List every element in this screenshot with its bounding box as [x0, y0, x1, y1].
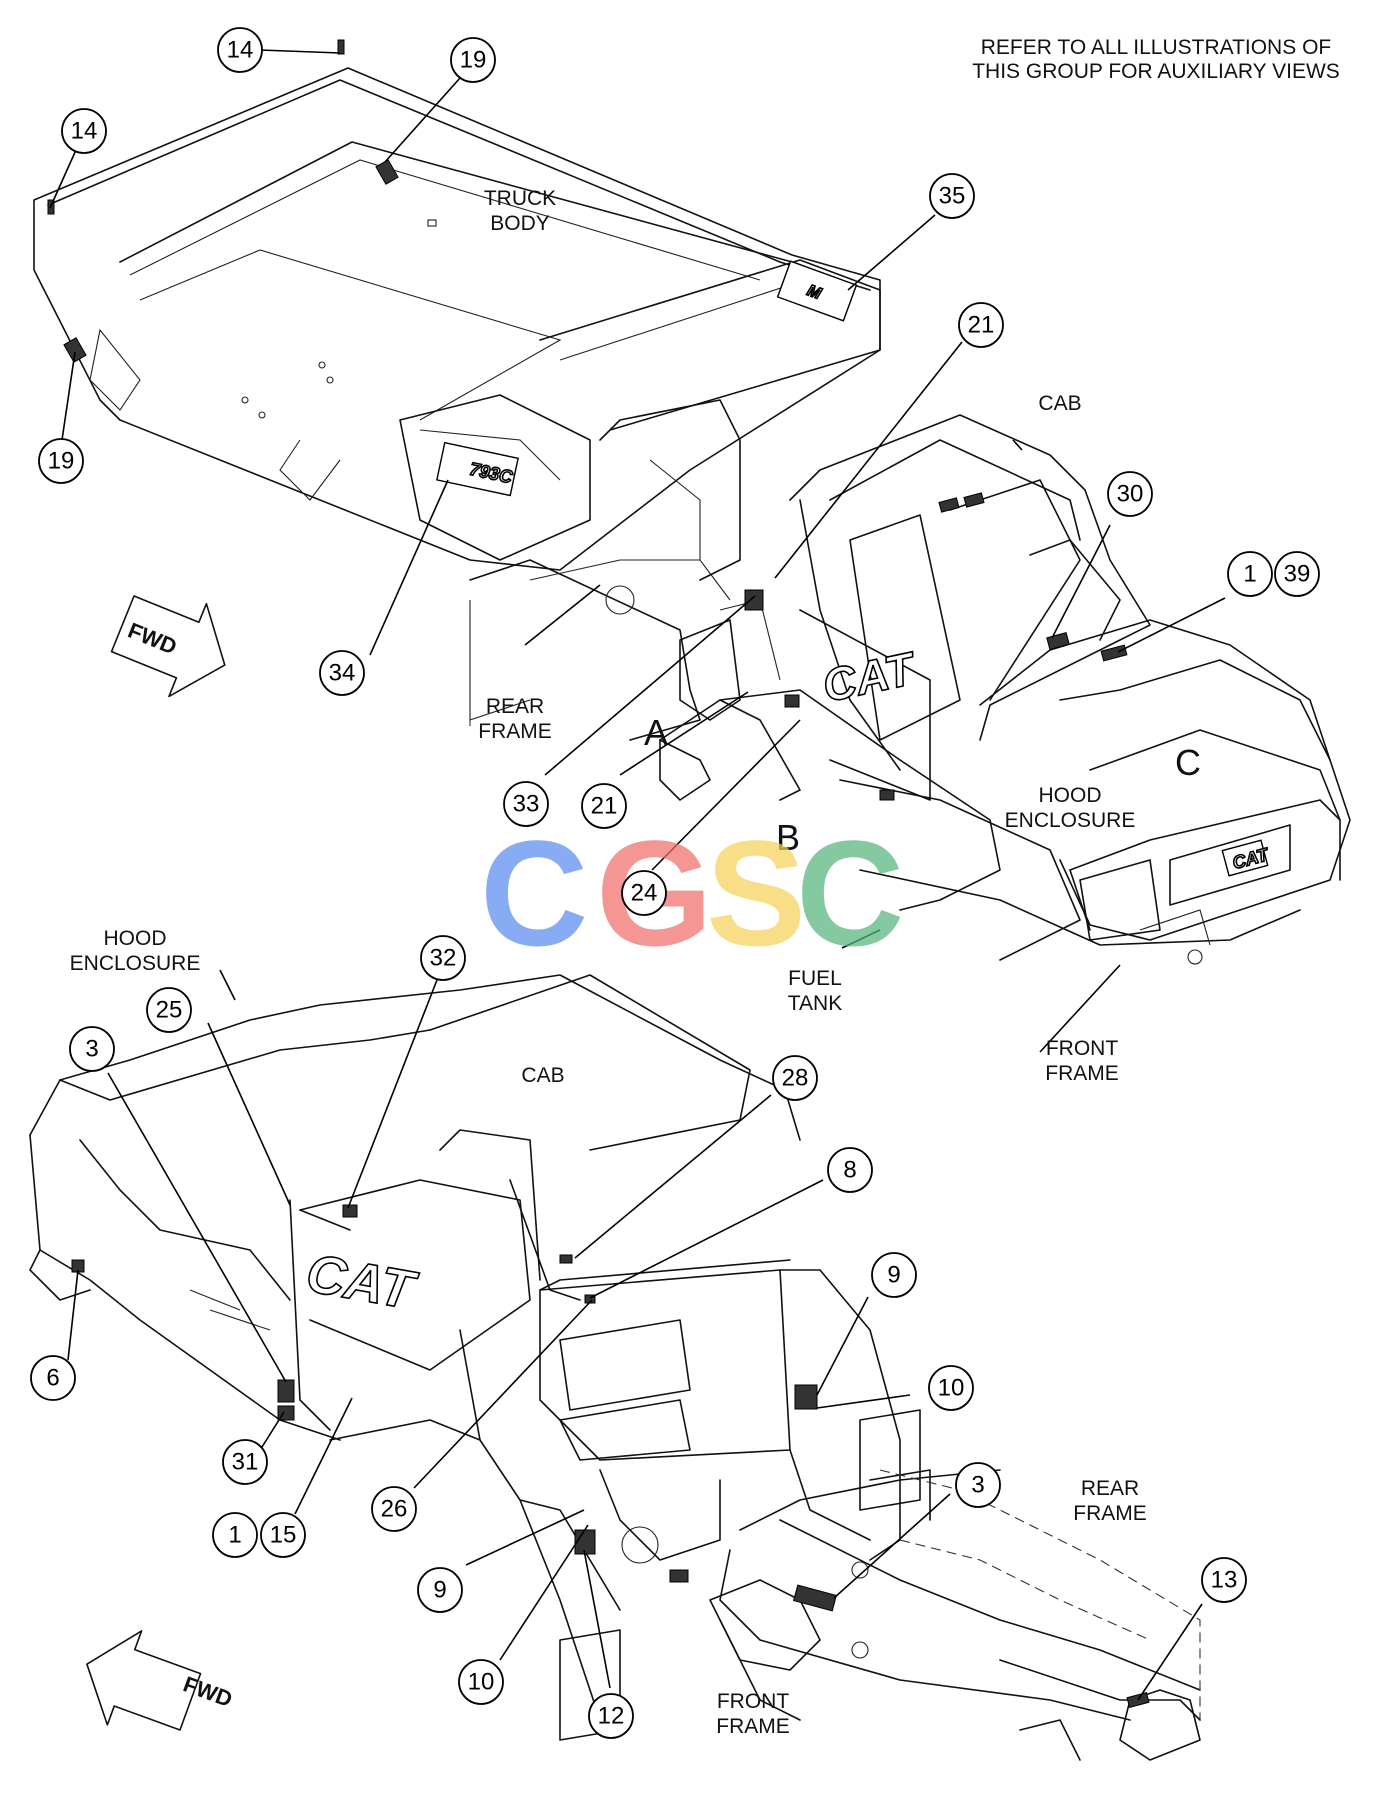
callout-13[interactable]: 13: [1201, 1557, 1247, 1603]
callouts: 14 19 14 19 35 21 30 1 39 34 33 21 24 32…: [30, 27, 1320, 1739]
leader-lines: [49, 49, 1226, 1701]
svg-text:9: 9: [887, 1262, 900, 1289]
label-front-frame-bottom-2: FRAME: [716, 1715, 790, 1738]
callout-25[interactable]: 25: [146, 987, 192, 1033]
svg-text:19: 19: [48, 448, 75, 475]
label-front-frame-top-1: FRONT: [1046, 1037, 1118, 1060]
bottom-illustration: CAT: [29, 974, 1201, 1761]
svg-text:9: 9: [433, 1577, 446, 1604]
label-hood-enclosure-bottom-1: HOOD: [104, 927, 167, 950]
note-line-1: REFER TO ALL ILLUSTRATIONS OF: [981, 36, 1331, 59]
callout-39[interactable]: 39: [1274, 551, 1320, 597]
svg-text:8: 8: [843, 1157, 856, 1184]
label-cab-top: CAB: [1038, 392, 1081, 415]
label-fuel-tank-2: TANK: [788, 992, 842, 1015]
callout-32[interactable]: 32: [420, 935, 466, 981]
callout-31[interactable]: 31: [222, 1439, 268, 1485]
label-fuel-tank-1: FUEL: [788, 967, 842, 990]
svg-text:10: 10: [938, 1375, 965, 1402]
callout-30[interactable]: 30: [1107, 471, 1153, 517]
callout-21-middle[interactable]: 21: [581, 783, 627, 829]
svg-text:25: 25: [156, 997, 183, 1024]
callout-8[interactable]: 8: [827, 1147, 873, 1193]
component-labels: TRUCK BODY CAB REAR FRAME HOOD ENCLOSURE…: [70, 187, 1147, 1738]
svg-text:21: 21: [591, 793, 618, 820]
view-letter-c: C: [1175, 742, 1201, 783]
watermark-letter-s: S: [706, 809, 806, 977]
label-front-frame-top-2: FRAME: [1045, 1062, 1119, 1085]
fwd-arrow-bottom: FWD: [86, 1630, 236, 1731]
svg-text:1: 1: [1243, 561, 1256, 588]
svg-text:15: 15: [270, 1522, 297, 1549]
view-letter-a: A: [644, 712, 668, 753]
callout-19-left[interactable]: 19: [38, 438, 84, 484]
callout-26[interactable]: 26: [371, 1486, 417, 1532]
truck-body-drawing: 793C M: [33, 39, 881, 571]
callout-24[interactable]: 24: [621, 870, 667, 916]
callout-6[interactable]: 6: [30, 1355, 76, 1401]
view-letter-b: B: [776, 817, 800, 858]
label-truck-body-1: TRUCK: [484, 187, 556, 210]
svg-text:14: 14: [71, 118, 98, 145]
label-hood-enclosure-top-1: HOOD: [1039, 784, 1102, 807]
svg-text:6: 6: [46, 1365, 59, 1392]
rear-frame-drawing: [469, 399, 781, 741]
fwd-arrow-top: FWD: [110, 595, 226, 698]
svg-text:10: 10: [468, 1669, 495, 1696]
label-hood-enclosure-bottom-2: ENCLOSURE: [70, 952, 201, 975]
svg-text:26: 26: [381, 1496, 408, 1523]
callout-28[interactable]: 28: [772, 1055, 818, 1101]
label-truck-body-2: BODY: [490, 212, 550, 235]
svg-text:3: 3: [85, 1036, 98, 1063]
callout-19-top-right[interactable]: 19: [450, 37, 496, 83]
svg-text:13: 13: [1211, 1567, 1238, 1594]
bottom-rear-frame-drawing: [709, 1469, 1201, 1761]
callout-10-bottom[interactable]: 10: [458, 1659, 504, 1705]
callout-3-left[interactable]: 3: [69, 1026, 115, 1072]
label-hood-enclosure-top-2: ENCLOSURE: [1005, 809, 1136, 832]
callout-9-right[interactable]: 9: [871, 1252, 917, 1298]
svg-text:14: 14: [227, 37, 254, 64]
callout-9-bottom[interactable]: 9: [417, 1567, 463, 1613]
svg-text:1: 1: [228, 1522, 241, 1549]
callout-1-top[interactable]: 1: [1227, 551, 1273, 597]
callout-15[interactable]: 15: [260, 1512, 306, 1558]
svg-text:35: 35: [939, 183, 966, 210]
svg-text:33: 33: [513, 791, 540, 818]
svg-text:CAT: CAT: [302, 1243, 422, 1321]
svg-text:28: 28: [782, 1065, 809, 1092]
label-rear-frame-top-1: REAR: [486, 695, 544, 718]
svg-text:32: 32: [430, 945, 457, 972]
fwd-label-top: FWD: [125, 618, 181, 660]
label-cab-bottom: CAB: [521, 1064, 564, 1087]
label-rear-frame-bottom-1: REAR: [1081, 1477, 1139, 1500]
svg-text:12: 12: [598, 1703, 625, 1730]
svg-text:21: 21: [968, 312, 995, 339]
callout-14-top[interactable]: 14: [217, 27, 263, 73]
watermark: C G S C: [480, 809, 904, 977]
svg-text:39: 39: [1284, 561, 1311, 588]
callout-33[interactable]: 33: [503, 781, 549, 827]
note-line-2: THIS GROUP FOR AUXILIARY VIEWS: [972, 60, 1340, 83]
label-front-frame-bottom-1: FRONT: [717, 1690, 789, 1713]
svg-text:30: 30: [1117, 481, 1144, 508]
svg-text:31: 31: [232, 1449, 259, 1476]
svg-text:3: 3: [971, 1472, 984, 1499]
label-rear-frame-bottom-2: FRAME: [1073, 1502, 1147, 1525]
label-rear-frame-top-2: FRAME: [478, 720, 552, 743]
callout-34[interactable]: 34: [319, 650, 365, 696]
watermark-letter-c2: C: [796, 809, 904, 977]
callout-12[interactable]: 12: [588, 1693, 634, 1739]
svg-text:24: 24: [631, 880, 658, 907]
callout-3-right[interactable]: 3: [955, 1462, 1001, 1508]
callout-14-left[interactable]: 14: [61, 108, 107, 154]
callout-21-top[interactable]: 21: [958, 302, 1004, 348]
callout-1-bottom[interactable]: 1: [212, 1512, 258, 1558]
svg-text:34: 34: [329, 660, 356, 687]
watermark-letter-c1: C: [480, 809, 588, 977]
svg-text:19: 19: [460, 47, 487, 74]
callout-35[interactable]: 35: [929, 173, 975, 219]
callout-10-right[interactable]: 10: [928, 1365, 974, 1411]
